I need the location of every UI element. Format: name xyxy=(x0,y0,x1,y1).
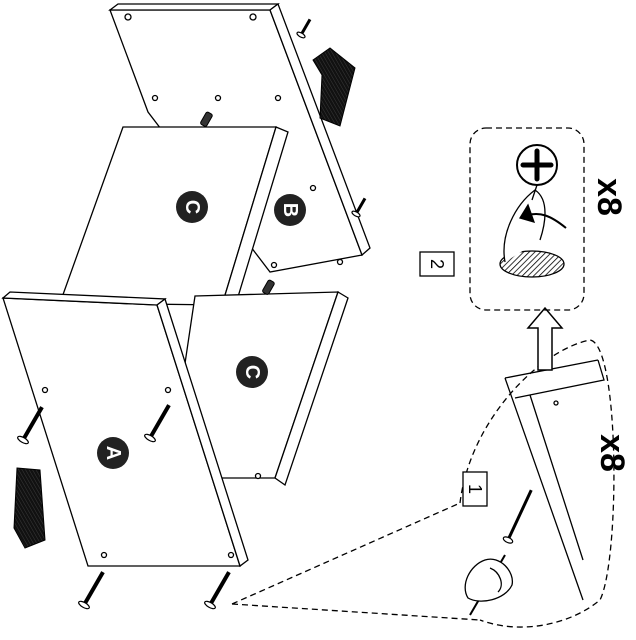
screw-icon xyxy=(78,571,105,610)
badge-c-lower: C xyxy=(236,356,268,388)
step-2-number: 2 xyxy=(427,259,447,269)
insert-arrow-head xyxy=(518,203,536,223)
panel-a xyxy=(1,291,249,568)
step-1-quantity: x8 xyxy=(593,434,631,472)
zoom-line-bottom xyxy=(231,603,481,621)
panel-label-c-upper: C xyxy=(181,200,203,214)
step-1-number: 1 xyxy=(465,484,485,494)
panel-b-top-edge xyxy=(108,3,280,11)
panel-badges: A B C C xyxy=(97,191,306,469)
screw-icon xyxy=(144,404,171,443)
zoom-line-top xyxy=(231,502,461,605)
dowel-icon xyxy=(200,111,213,127)
screw-icon xyxy=(296,18,312,39)
panel-c-lower-edge xyxy=(274,291,349,487)
panel-label-a: A xyxy=(102,446,124,460)
step-2-art xyxy=(499,144,567,278)
step-2-box xyxy=(419,251,455,277)
screwdriver-icon xyxy=(464,554,513,616)
panel-c-upper xyxy=(59,126,289,314)
badge-a: A xyxy=(97,437,129,469)
screw-icon xyxy=(351,197,367,218)
step-1-box xyxy=(462,471,488,507)
step-2-quantity: x8 xyxy=(590,178,628,216)
badge-c-upper: C xyxy=(176,191,208,223)
push-arrow-icon xyxy=(312,47,356,127)
dowel-icon xyxy=(262,279,275,295)
panel-label-b: B xyxy=(279,203,301,217)
zoom-outline xyxy=(459,339,615,628)
push-arrow-icon xyxy=(13,467,46,549)
up-arrow-icon xyxy=(526,306,564,371)
screw-icon xyxy=(204,571,231,610)
screw-icon xyxy=(17,406,44,445)
screw-icon xyxy=(502,489,533,544)
dowels xyxy=(200,111,275,295)
hatched-hole xyxy=(499,250,565,278)
badge-b: B xyxy=(274,194,306,226)
screws xyxy=(17,18,533,610)
step-2-frame xyxy=(469,127,585,311)
panel-a-side-edge xyxy=(156,297,249,568)
corner-board xyxy=(504,359,605,601)
panel-label-c-lower: C xyxy=(241,365,263,379)
panel-b-side-edge xyxy=(269,2,371,257)
